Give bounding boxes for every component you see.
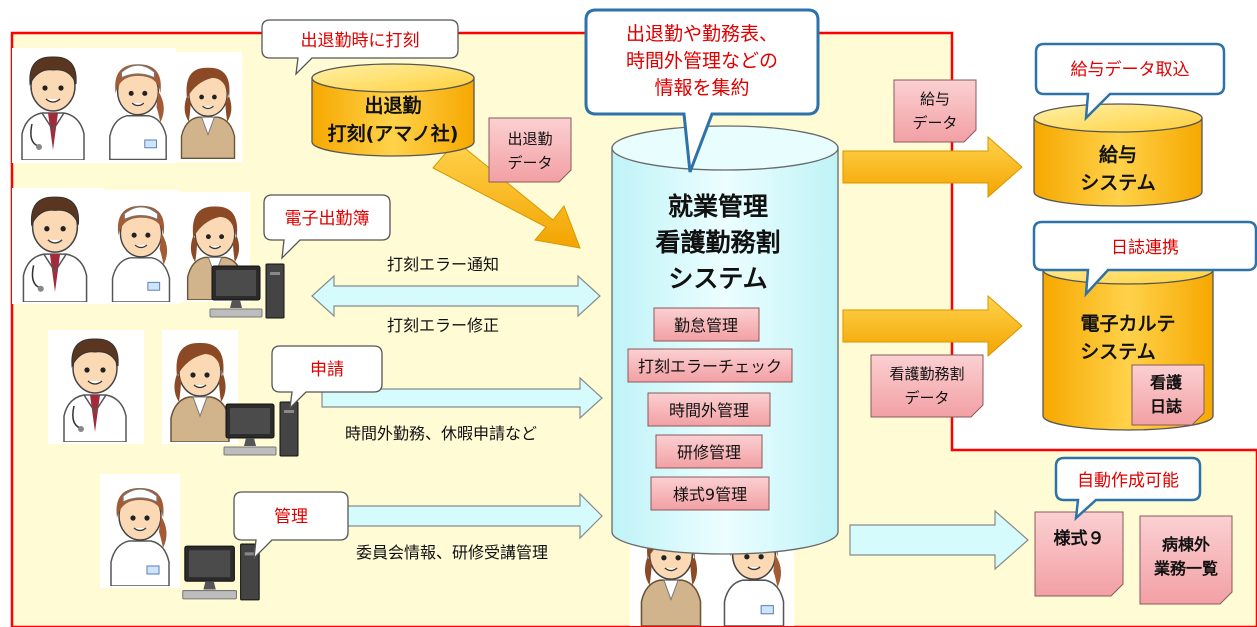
central-title-line-2: 看護勤務割 [655, 228, 780, 257]
module-box [655, 434, 763, 469]
nursing-data-line-2: データ [904, 389, 949, 407]
cylinder-punch-system: 出退勤 打刻(アマノ社) [311, 63, 475, 157]
bubble-apply-text: 申請 [310, 360, 344, 380]
bubble-auto: 自動作成可能 [1054, 456, 1202, 522]
staff-group-ebook [12, 188, 285, 319]
staff-group-manage [100, 474, 260, 601]
bubble-manage-text: 管理 [274, 507, 308, 527]
bubble-payroll-import-text: 給与データ取込 [1071, 59, 1190, 80]
payroll-system-line-1: 給与 [1099, 143, 1137, 166]
bubble-center-line-3: 情報を集約 [654, 77, 749, 99]
doc-form9: 様式９ [1034, 511, 1124, 597]
doc-nursing-journal: 看護 日誌 [1131, 364, 1205, 426]
module-box [650, 476, 770, 511]
central-title-line-1: 就業管理 [668, 192, 768, 221]
form9-label: 様式９ [1054, 528, 1105, 549]
central-modules: 勤怠管理 打刻エラーチェック 時間外管理 研修管理 様式9管理 [627, 307, 793, 511]
module-box [653, 307, 760, 342]
module-error-check: 打刻エラーチェック [638, 357, 782, 376]
bubble-punch: 出退勤時に打刻 [261, 19, 459, 76]
arrow-apply-to-central [321, 376, 603, 420]
nursing-journal-line-2: 日誌 [1150, 397, 1182, 416]
arrow-manage-to-central [344, 492, 603, 540]
arrow-punch-to-central [432, 140, 581, 249]
bubble-center-line-1: 出退勤や勤務表、 [626, 23, 778, 45]
doc-ward-list: 病棟外 業務一覧 [1139, 515, 1233, 605]
bubble-center-line-2: 時間外管理などの [626, 50, 778, 72]
arrow-to-forms [849, 509, 1029, 571]
module-box [627, 348, 793, 383]
clerk-icon [170, 342, 230, 442]
attendance-data-line-2: データ [507, 154, 552, 172]
module-box [647, 392, 771, 427]
staff-group-apply [48, 330, 299, 457]
bubble-auto-text: 自動作成可能 [1077, 471, 1179, 491]
bubble-ebook: 電子出勤簿 [263, 194, 391, 260]
nursing-journal-line-1: 看護 [1149, 373, 1183, 392]
nursing-data-line-1: 看護勤務割 [889, 365, 964, 383]
bubble-center: 出退勤や勤務表、 時間外管理などの 情報を集約 [584, 8, 820, 173]
bubble-journal: 日誌連携 [1032, 220, 1257, 298]
label-overtime: 時間外勤務、休暇申請など [345, 424, 537, 443]
label-error-fix: 打刻エラー修正 [387, 316, 499, 335]
payroll-system-line-2: システム [1080, 172, 1155, 194]
arrow-to-payroll [842, 135, 1023, 199]
emr-system-line-1: 電子カルテ [1080, 313, 1175, 335]
label-error-notice: 打刻エラー通知 [387, 255, 499, 274]
central-title-line-3: システム [668, 264, 767, 293]
attendance-data-line-1: 出退勤 [507, 130, 552, 148]
module-form9: 様式9管理 [673, 485, 747, 504]
punch-system-line-1: 出退勤 [364, 94, 421, 117]
cylinder-payroll-system: 給与 システム [1033, 103, 1203, 207]
computer-icon [209, 263, 285, 319]
bubble-apply: 申請 [271, 345, 383, 410]
bubble-punch-text: 出退勤時に打刻 [301, 31, 420, 51]
module-training: 研修管理 [677, 443, 741, 462]
payroll-data-line-2: データ [912, 114, 957, 132]
computer-icon [223, 401, 299, 457]
module-overtime: 時間外管理 [669, 401, 749, 420]
ward-list-line-1: 病棟外 [1162, 535, 1210, 554]
punch-system-line-2: 打刻(アマノ社) [328, 122, 459, 145]
ward-list-line-2: 業務一覧 [1153, 559, 1218, 578]
note-nursing-data: 看護勤務割 データ [870, 354, 984, 418]
payroll-data-line-1: 給与 [920, 90, 950, 108]
note-payroll-data: 給与 データ [893, 79, 977, 143]
computer-icon [182, 543, 260, 601]
arrow-to-emr [842, 294, 1023, 358]
module-attendance: 勤怠管理 [674, 316, 738, 335]
label-committee: 委員会情報、研修受講管理 [356, 543, 548, 562]
clerk-icon [180, 67, 236, 159]
bubble-ebook-text: 電子出勤簿 [285, 209, 370, 229]
arrow-error-bidirectional [311, 274, 601, 318]
note-attendance-data: 出退勤 データ [488, 117, 572, 183]
bubble-payroll-import: 給与データ取込 [1034, 42, 1226, 122]
staff-group-punch [12, 48, 242, 163]
emr-system-line-2: システム [1080, 341, 1155, 363]
bubble-manage: 管理 [233, 491, 349, 560]
bubble-journal-text: 日誌連携 [1111, 238, 1179, 258]
